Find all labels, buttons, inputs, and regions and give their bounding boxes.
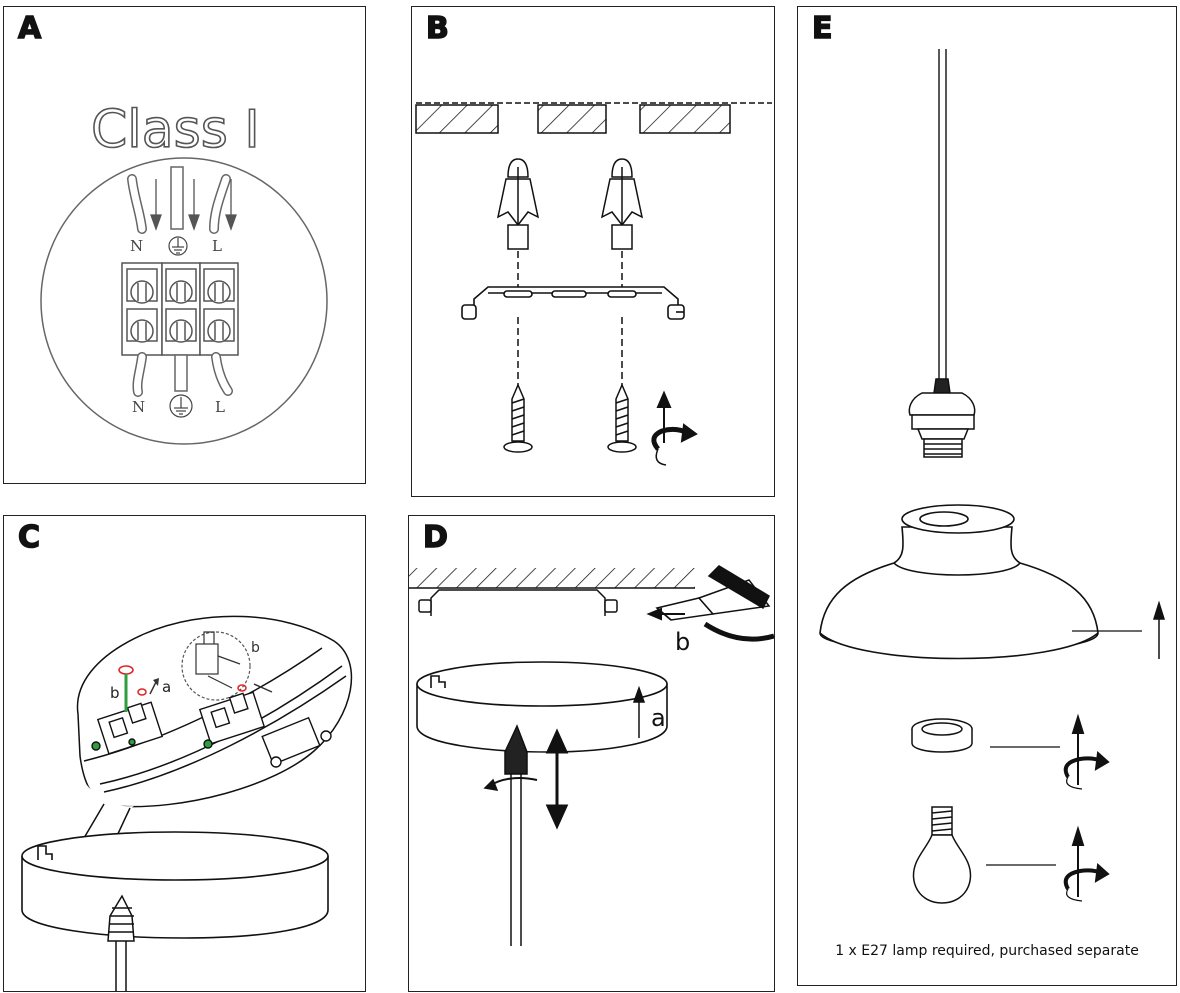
- shade-ring: [911, 718, 973, 753]
- connector-diagram: b b a: [21, 615, 353, 991]
- bulb-requirement-caption: 1 x E27 lamp required, purchased separat…: [835, 943, 1139, 959]
- adjust-height-arrow-icon: [545, 728, 569, 830]
- earth-symbol-top-icon: [168, 236, 188, 256]
- terminal-label-l-top: L: [212, 237, 222, 255]
- panel-b-bracket-mounting: B: [411, 6, 775, 497]
- shade-up-arrow-icon: [1152, 600, 1166, 659]
- insert-arrows: [150, 179, 237, 231]
- lamp-shade: [819, 504, 1099, 660]
- push-arrow-b-icon: [646, 607, 685, 621]
- panel-c-connector: C b: [3, 515, 366, 992]
- screw-right: [607, 383, 637, 453]
- panel-a-letter: A: [17, 10, 42, 47]
- lift-arrow-a-icon: [632, 685, 646, 738]
- ceiling-canopy: [416, 661, 668, 753]
- lamp-assembly-diagram: [819, 49, 1166, 904]
- panel-d-letter: D: [422, 519, 448, 556]
- connector-3: [261, 716, 332, 768]
- screwdriver-icon: [655, 565, 774, 642]
- inset-circle: [181, 631, 251, 701]
- suspension-cord: [938, 49, 947, 379]
- label-b: b: [110, 684, 120, 702]
- earth-wire-top: [170, 166, 184, 230]
- mounting-bracket: [461, 286, 685, 320]
- terminal-label-n-top: N: [130, 237, 143, 255]
- panel-e-lamp-assembly: E: [797, 6, 1177, 986]
- earth-symbol-bottom-icon: [169, 394, 193, 418]
- wire-insert-indicator: [118, 665, 273, 712]
- lamp-holder: [908, 378, 976, 458]
- connector-2: [198, 691, 266, 749]
- ring-rotate-arrow-icon: [1063, 713, 1110, 790]
- wiring-diagram: Class I N L: [40, 99, 328, 445]
- wall-plug-left: [496, 158, 540, 250]
- cord-grip: [483, 724, 538, 946]
- terminal-label-n-bottom: N: [132, 398, 145, 416]
- canopy-attach-diagram: b a: [409, 565, 774, 946]
- ceiling-section: [415, 104, 731, 134]
- detail-circle: [40, 157, 328, 445]
- label-a: a: [162, 678, 171, 696]
- panel-e-letter: E: [811, 10, 833, 47]
- label-b: b: [675, 628, 690, 656]
- bracket-mounting-diagram: [415, 102, 772, 466]
- rotate-arrow-icon: [651, 390, 698, 466]
- alignment-guides: [517, 251, 623, 391]
- terminal-label-l-bottom: L: [215, 398, 225, 416]
- mounting-bracket: [418, 589, 618, 616]
- panel-b-letter: B: [425, 10, 449, 47]
- screw-left: [503, 383, 533, 453]
- terminal-block: [121, 262, 239, 356]
- connector-1: [91, 701, 164, 755]
- cord-grip: [107, 894, 135, 991]
- panel-a-wiring: A Class I N L: [3, 6, 366, 484]
- panel-c-letter: C: [17, 519, 41, 556]
- inset-label-b: b: [251, 640, 260, 656]
- earth-wire-bottom: [174, 354, 188, 392]
- ceiling-canopy: [21, 831, 329, 939]
- panel-d-canopy-attach: D b: [408, 515, 775, 992]
- wall-plug-right: [600, 158, 644, 250]
- bulb-rotate-arrow-icon: [1063, 825, 1110, 902]
- label-a: a: [651, 704, 666, 732]
- light-bulb-icon: [912, 806, 972, 904]
- ceiling-section: [409, 568, 695, 588]
- class-label: Class I: [91, 100, 260, 160]
